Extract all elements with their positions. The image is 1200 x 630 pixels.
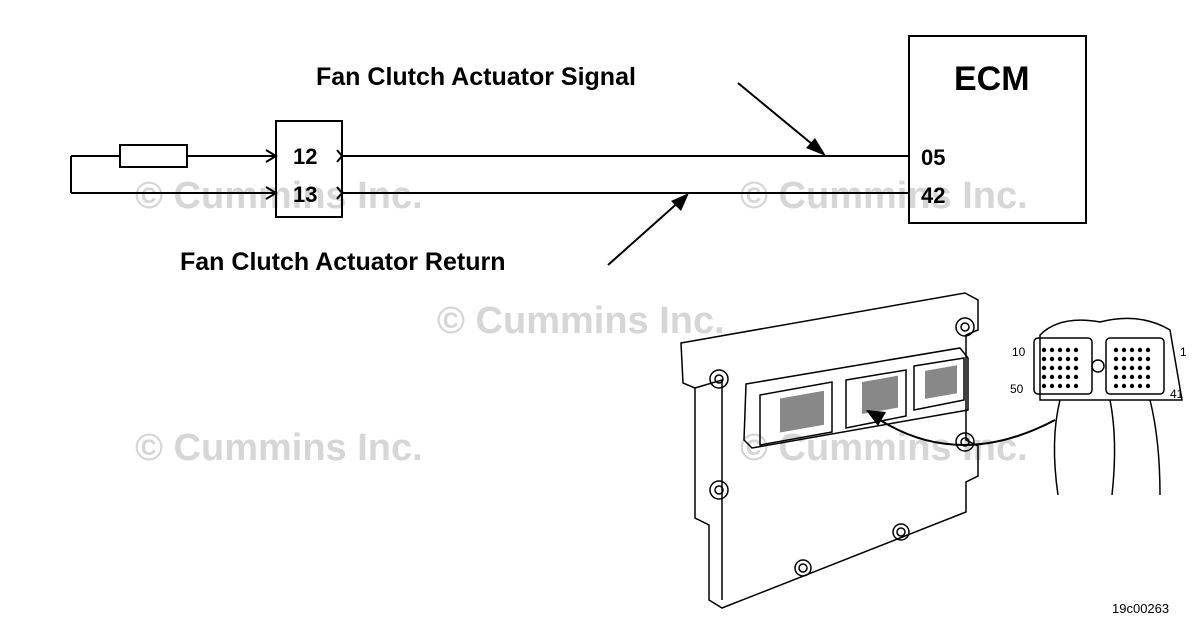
mount-hole-icon xyxy=(709,369,729,389)
connector-pin-12: 12 xyxy=(293,144,317,169)
ecm-module-illustration xyxy=(680,292,1056,609)
face-pin-1: 1 xyxy=(1180,345,1187,359)
connector-face-right xyxy=(1105,337,1165,395)
mount-hole-icon xyxy=(955,432,975,452)
signal-leader-line xyxy=(737,82,819,150)
harness-cable-left xyxy=(1053,399,1061,496)
mount-hole-icon xyxy=(892,523,910,541)
ecm-housing xyxy=(680,292,979,609)
fan-clutch-actuator xyxy=(70,144,278,200)
signal-label: Fan Clutch Actuator Signal xyxy=(316,63,636,91)
mount-hole-icon xyxy=(709,480,729,500)
harness-connector-body xyxy=(1039,317,1183,401)
socket-pointer-line xyxy=(879,419,1056,446)
actuator-connector: 12 13 xyxy=(275,120,344,218)
connector-pin-grid-left xyxy=(1041,347,1079,389)
socket-pointer-arrow-icon xyxy=(866,410,886,426)
mount-hole-icon xyxy=(955,317,975,337)
watermark-5: © Cummins Inc. xyxy=(740,427,1028,469)
connector-latch-icon xyxy=(1091,359,1105,373)
ecm-socket-1 xyxy=(759,381,833,446)
figure-id: 19c00263 xyxy=(1112,601,1169,616)
ecm-socket-3 xyxy=(913,357,965,411)
ecm-box xyxy=(908,35,1087,224)
watermark-4: © Cummins Inc. xyxy=(135,427,423,469)
harness-cable-mid xyxy=(1109,399,1116,496)
mount-hole-icon xyxy=(794,559,812,577)
return-leader-line xyxy=(607,199,682,266)
ecm-pin-42: 42 xyxy=(921,183,945,208)
watermarks: © Cummins Inc. © Cummins Inc. © Cummins … xyxy=(135,175,1028,469)
watermark-1: © Cummins Inc. xyxy=(135,175,423,217)
watermark-3: © Cummins Inc. xyxy=(437,300,725,342)
ecm-connector-header xyxy=(743,347,969,449)
ecm-pin-05: 05 xyxy=(921,145,945,170)
watermark-2: © Cummins Inc. xyxy=(740,175,1028,217)
harness-connector-illustration: 10 50 1 41 xyxy=(1010,317,1187,496)
connector-pin-13: 13 xyxy=(293,182,317,207)
ecm-label: ECM xyxy=(954,60,1030,98)
connector-pin-grid-right xyxy=(1113,347,1151,389)
face-pin-41: 41 xyxy=(1170,387,1184,401)
return-label: Fan Clutch Actuator Return xyxy=(180,248,505,276)
face-pin-50: 50 xyxy=(1010,382,1024,396)
harness-cable-right xyxy=(1149,399,1161,496)
ecm-socket-2 xyxy=(845,369,907,429)
actuator-resistor-symbol xyxy=(119,144,188,168)
return-leader-arrow-icon xyxy=(671,193,689,211)
ecm-block: ECM 05 42 xyxy=(908,35,1087,224)
signal-leader-arrow-icon xyxy=(806,138,826,156)
connector-box xyxy=(275,120,343,218)
face-pin-10: 10 xyxy=(1012,345,1026,359)
